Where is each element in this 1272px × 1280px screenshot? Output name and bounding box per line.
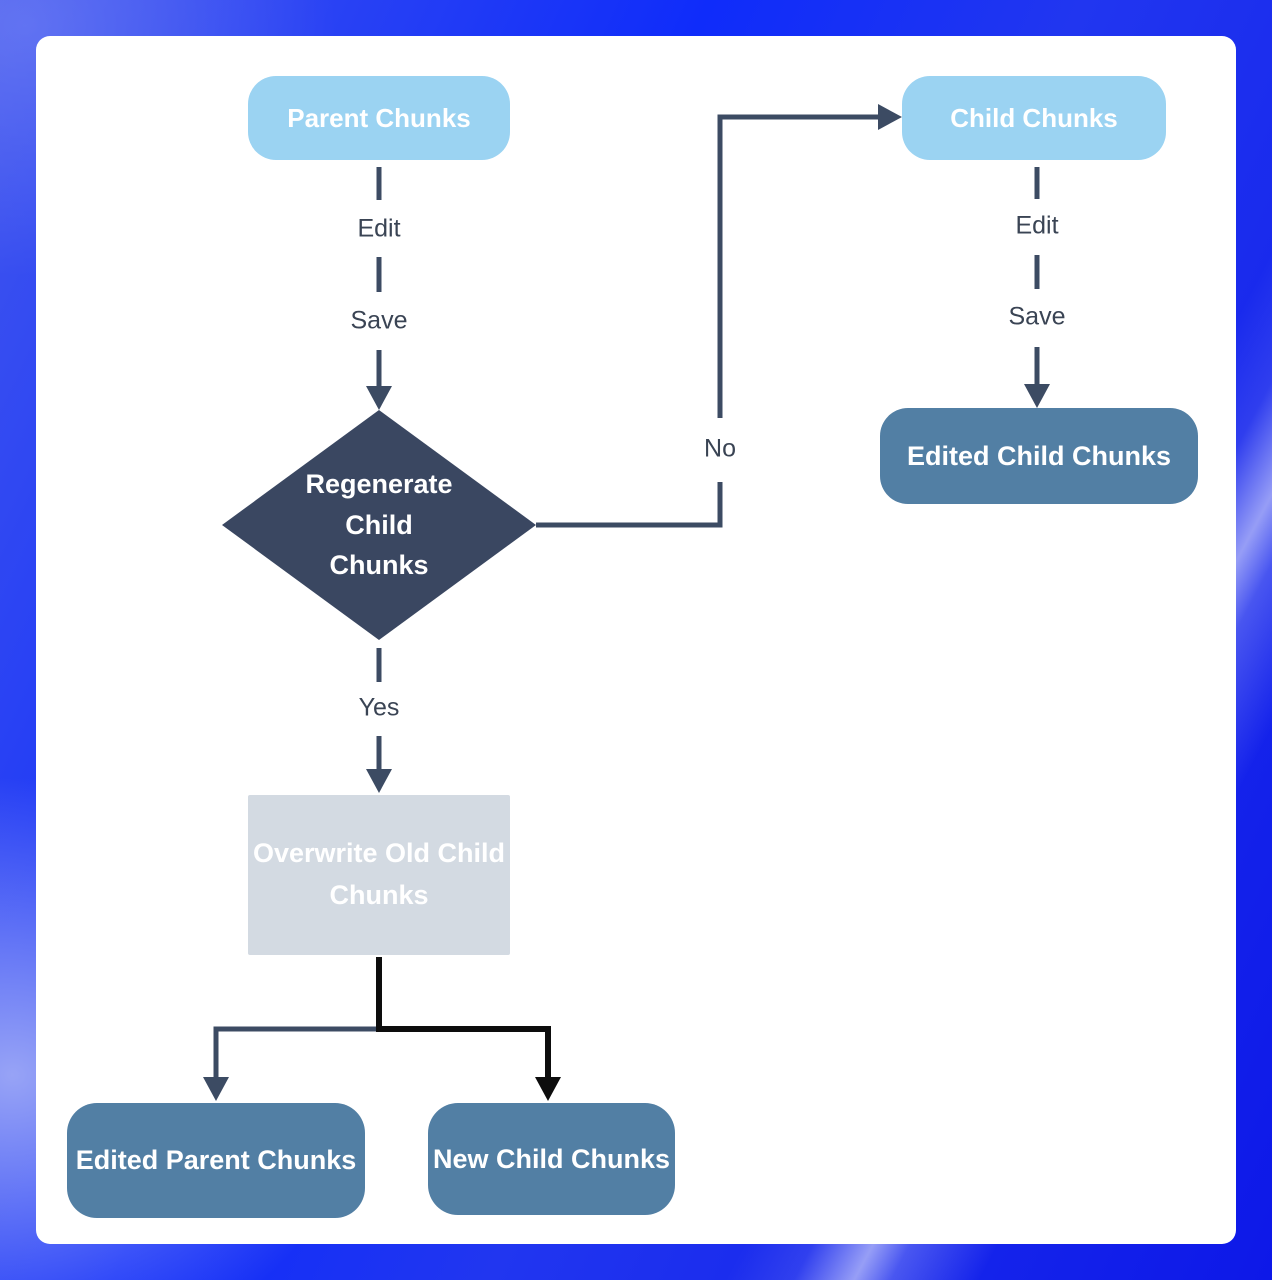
connector-layer [203,104,1050,1101]
edge-label-no: No [704,434,736,463]
node-parent-chunks: Parent Chunks [248,76,510,160]
arrowhead-into-child-chunks [878,104,902,130]
node-label: Overwrite Old Child Chunks [252,838,506,910]
node-edited-parent-chunks: Edited Parent Chunks [67,1103,365,1218]
arrowhead-into-edited-child [1024,384,1050,408]
edge-label-yes: Yes [358,693,400,722]
node-regenerate-decision: Regenerate Child Chunks [294,440,464,610]
decision-diamond-shape [222,410,536,640]
diagram-canvas: Parent Chunks Child Chunks Regenerate Ch… [36,36,1236,1244]
node-label: Edited Child Chunks [906,440,1171,471]
arrowhead-into-decision [366,386,392,410]
edge-label-parent-save: Save [350,306,408,335]
edge-label-child-save: Save [1008,302,1066,331]
edge-label-parent-edit: Edit [357,214,401,243]
node-overwrite-old-child-chunks: Overwrite Old Child Chunks [248,795,510,955]
node-edited-child-chunks: Edited Child Chunks [880,408,1198,504]
arrowhead-into-edited-parent [203,1077,229,1101]
node-label: Child Chunks [950,102,1118,133]
node-child-chunks: Child Chunks [902,76,1166,160]
node-label: Regenerate Child Chunks [305,469,453,581]
node-new-child-chunks: New Child Chunks [428,1103,675,1215]
arrowhead-into-overwrite [366,769,392,793]
node-label: New Child Chunks [432,1143,670,1174]
arrowhead-into-new-child [535,1077,561,1101]
node-label: Edited Parent Chunks [75,1145,357,1175]
edge-overwrite-to-edited-parent [213,1026,382,1079]
node-label: Parent Chunks [287,102,471,133]
edge-decision-no-to-child [536,114,878,528]
edge-label-child-edit: Edit [1015,211,1059,240]
edge-overwrite-to-new-child [376,957,551,1079]
